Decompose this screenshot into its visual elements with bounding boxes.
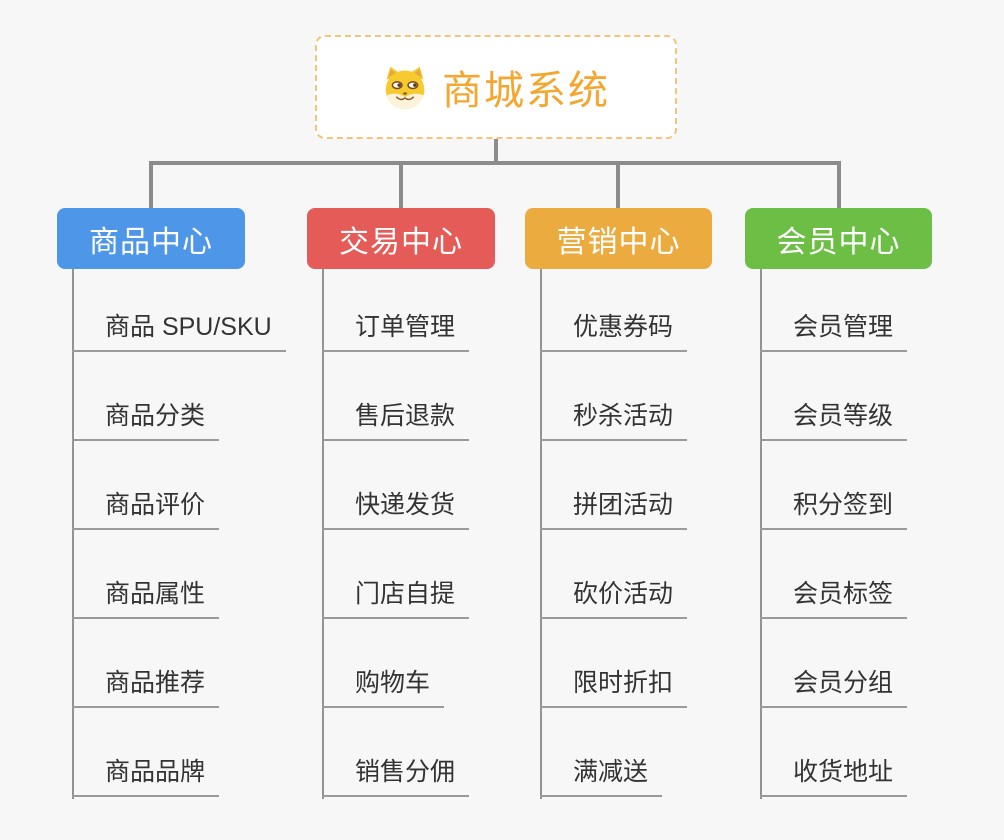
leaf-label[interactable]: 满减送 <box>540 752 663 797</box>
connector-drop-product <box>149 163 153 209</box>
leaf-node: 秒杀活动 <box>540 352 688 441</box>
leaf-label[interactable]: 快递发货 <box>322 485 470 530</box>
leaf-node: 会员等级 <box>760 352 908 441</box>
leaf-node: 商品分类 <box>72 352 286 441</box>
leaf-label[interactable]: 收货地址 <box>760 752 908 797</box>
branch-node-marketing-center[interactable]: 营销中心 <box>525 208 712 269</box>
leaf-label[interactable]: 限时折扣 <box>540 663 688 708</box>
leaf-node: 商品属性 <box>72 530 286 619</box>
leaf-label[interactable]: 会员标签 <box>760 574 908 619</box>
branch-children-marketing: 优惠券码 秒杀活动 拼团活动 砍价活动 限时折扣 满减送 <box>540 263 688 797</box>
branch-trunk-line-product <box>72 269 74 799</box>
leaf-node: 会员分组 <box>760 619 908 708</box>
leaf-node: 商品 SPU/SKU <box>72 263 286 352</box>
leaf-node: 砍价活动 <box>540 530 688 619</box>
branch-label: 商品中心 <box>89 225 213 259</box>
leaf-label[interactable]: 积分签到 <box>760 485 908 530</box>
connector-root-stem <box>494 139 498 165</box>
leaf-node: 会员管理 <box>760 263 908 352</box>
connector-drop-marketing <box>616 163 620 209</box>
dog-face-icon <box>385 66 425 110</box>
branch-node-trade-center[interactable]: 交易中心 <box>307 208 495 269</box>
leaf-label[interactable]: 会员分组 <box>760 663 908 708</box>
leaf-label[interactable]: 订单管理 <box>322 307 470 352</box>
leaf-label[interactable]: 商品推荐 <box>72 663 220 708</box>
branch-node-member-center[interactable]: 会员中心 <box>745 208 932 269</box>
leaf-node: 快递发货 <box>322 441 470 530</box>
branch-children-member: 会员管理 会员等级 积分签到 会员标签 会员分组 收货地址 <box>760 263 908 797</box>
leaf-node: 商品品牌 <box>72 708 286 797</box>
leaf-node: 订单管理 <box>322 263 470 352</box>
leaf-label[interactable]: 商品属性 <box>72 574 220 619</box>
leaf-label[interactable]: 会员等级 <box>760 396 908 441</box>
root-title: 商城系统 <box>442 69 610 113</box>
leaf-node: 积分签到 <box>760 441 908 530</box>
branch-trunk-line-trade <box>322 269 324 799</box>
leaf-node: 限时折扣 <box>540 619 688 708</box>
leaf-label[interactable]: 拼团活动 <box>540 485 688 530</box>
branch-children-product: 商品 SPU/SKU 商品分类 商品评价 商品属性 商品推荐 商品品牌 <box>72 263 286 797</box>
leaf-node: 商品推荐 <box>72 619 286 708</box>
leaf-label[interactable]: 购物车 <box>322 663 445 708</box>
leaf-label[interactable]: 会员管理 <box>760 307 908 352</box>
leaf-node: 会员标签 <box>760 530 908 619</box>
connector-drop-trade <box>399 163 403 209</box>
leaf-node: 门店自提 <box>322 530 470 619</box>
connector-drop-member <box>837 163 841 209</box>
branch-trunk-line-member <box>760 269 762 799</box>
leaf-label[interactable]: 销售分佣 <box>322 752 470 797</box>
branch-trunk-line-marketing <box>540 269 542 799</box>
branch-label: 交易中心 <box>339 225 463 259</box>
leaf-node: 商品评价 <box>72 441 286 530</box>
branch-children-trade: 订单管理 售后退款 快递发货 门店自提 购物车 销售分佣 <box>322 263 470 797</box>
leaf-node: 收货地址 <box>760 708 908 797</box>
branch-label: 会员中心 <box>776 225 901 259</box>
leaf-node: 拼团活动 <box>540 441 688 530</box>
leaf-label[interactable]: 售后退款 <box>322 396 470 441</box>
leaf-label[interactable]: 商品评价 <box>72 485 220 530</box>
leaf-node: 销售分佣 <box>322 708 470 797</box>
leaf-node: 售后退款 <box>322 352 470 441</box>
leaf-label[interactable]: 商品品牌 <box>72 752 220 797</box>
leaf-label[interactable]: 商品 SPU/SKU <box>72 307 286 352</box>
connector-horizontal-bar <box>149 161 841 165</box>
leaf-node: 购物车 <box>322 619 469 708</box>
leaf-label[interactable]: 优惠券码 <box>540 307 688 352</box>
root-node[interactable]: 商城系统 <box>315 35 677 139</box>
branch-label: 营销中心 <box>556 225 681 259</box>
leaf-node: 满减送 <box>540 708 687 797</box>
leaf-label[interactable]: 门店自提 <box>322 574 470 619</box>
leaf-label[interactable]: 砍价活动 <box>540 574 688 619</box>
leaf-node: 优惠券码 <box>540 263 688 352</box>
leaf-label[interactable]: 秒杀活动 <box>540 396 688 441</box>
branch-node-product-center[interactable]: 商品中心 <box>57 208 245 269</box>
leaf-label[interactable]: 商品分类 <box>72 396 220 441</box>
